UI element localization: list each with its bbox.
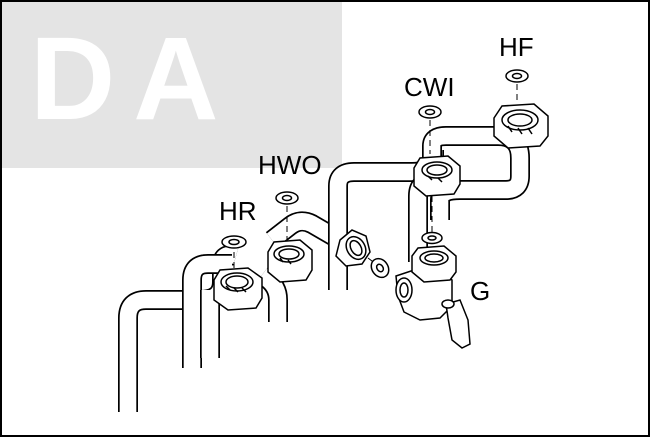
loose-washer (370, 257, 390, 279)
label-hwo: HWO (258, 150, 322, 180)
label-hr: HR (219, 196, 257, 226)
hwo-angled-nut (335, 229, 371, 267)
label-g: G (470, 276, 491, 306)
watermark-logo: DA (0, 0, 342, 168)
hr-nut (213, 267, 263, 311)
label-hf: HF (499, 32, 534, 62)
label-cwi: CWI (404, 72, 455, 102)
cwi-washer (418, 105, 442, 119)
alignment-lines (233, 84, 518, 268)
hf-washer (505, 69, 529, 83)
g-washer (421, 231, 443, 245)
hf-nut (493, 103, 549, 149)
hwo-washer (275, 191, 299, 205)
hwo-pipe (200, 211, 356, 358)
hr-washer (221, 235, 247, 249)
cwi-nut (413, 155, 461, 197)
hwo-nut (267, 239, 313, 283)
watermark-logo-text: DA (30, 13, 237, 145)
g-valve (395, 245, 471, 349)
